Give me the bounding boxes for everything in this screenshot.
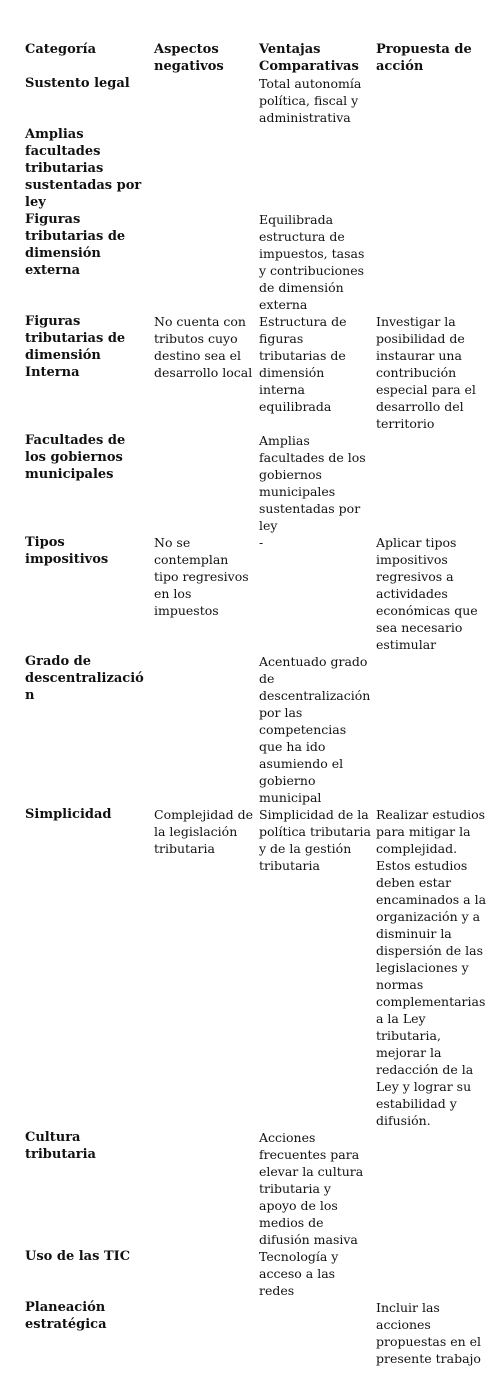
table-row: Planeación estratégica Incluir las accio… bbox=[20, 1299, 494, 1367]
cell-propuesta bbox=[371, 126, 494, 211]
cell-aspectos bbox=[149, 211, 254, 313]
cell-propuesta: Investigar la posibilidad de instaurar u… bbox=[376, 314, 476, 431]
cell-ventajas bbox=[254, 1299, 371, 1367]
cell-propuesta bbox=[371, 1129, 494, 1248]
cell-propuesta bbox=[371, 1248, 494, 1299]
table-row: Amplias facultades tributarias sustentad… bbox=[20, 126, 494, 211]
header-aspectos-negativos: Aspectos negativos bbox=[154, 42, 224, 74]
header-propuesta-de-accion: Propuesta de acción bbox=[376, 42, 472, 74]
cell-ventajas: Equilibrada estructura de impuestos, tas… bbox=[259, 212, 365, 312]
header-categoria: Categoría bbox=[25, 42, 97, 57]
cell-categoria: Cultura tributaria bbox=[25, 1130, 96, 1162]
table-row: Sustento legal Total autonomía política,… bbox=[20, 75, 494, 126]
cell-ventajas bbox=[254, 126, 371, 211]
table-row: Figuras tributarias de dimensión Interna… bbox=[20, 313, 494, 432]
table-row: Cultura tributaria Acciones frecuentes p… bbox=[20, 1129, 494, 1248]
cell-categoria: Planeación estratégica bbox=[25, 1300, 107, 1332]
cell-categoria: Sustento legal bbox=[25, 76, 130, 91]
cell-propuesta bbox=[371, 211, 494, 313]
cell-aspectos: No cuenta con tributos cuyo destino sea … bbox=[154, 314, 253, 380]
cell-ventajas: Estructura de figuras tributarias de dim… bbox=[259, 314, 347, 414]
cell-ventajas: Acciones frecuentes para elevar la cultu… bbox=[259, 1130, 364, 1247]
cell-categoria: Figuras tributarias de dimensión externa bbox=[25, 212, 126, 278]
cell-ventajas: Total autonomía política, fiscal y admin… bbox=[259, 76, 362, 125]
cell-ventajas: Amplias facultades de los gobiernos muni… bbox=[259, 433, 366, 533]
cell-propuesta: Realizar estudios para mitigar la comple… bbox=[376, 807, 487, 1128]
cell-ventajas: Acentuado grado de descentralización por… bbox=[259, 654, 371, 805]
cell-categoria: Amplias facultades tributarias sustentad… bbox=[25, 127, 142, 210]
cell-categoria: Grado de descentralización bbox=[25, 654, 144, 703]
cell-aspectos bbox=[149, 126, 254, 211]
cell-propuesta: Aplicar tipos impositivos regresivos a a… bbox=[376, 535, 478, 652]
cell-aspectos bbox=[149, 1248, 254, 1299]
cell-categoria: Simplicidad bbox=[25, 807, 112, 822]
cell-propuesta: Incluir las acciones propuestas en el pr… bbox=[376, 1300, 482, 1366]
header-ventajas-comparativas: Ventajas Comparativas bbox=[259, 42, 359, 74]
table-row: Grado de descentralización Acentuado gra… bbox=[20, 653, 494, 806]
cell-categoria: Tipos impositivos bbox=[25, 535, 109, 567]
cell-ventajas: Tecnología y acceso a las redes bbox=[259, 1249, 339, 1298]
cell-aspectos bbox=[149, 432, 254, 534]
cell-propuesta bbox=[371, 432, 494, 534]
cell-aspectos bbox=[149, 653, 254, 806]
analysis-table: Categoría Aspectos negativos Ventajas Co… bbox=[20, 41, 494, 1367]
cell-categoria: Facultades de los gobiernos municipales bbox=[25, 433, 126, 482]
cell-aspectos bbox=[149, 75, 254, 126]
cell-categoria: Uso de las TIC bbox=[25, 1249, 131, 1264]
table-row: Facultades de los gobiernos municipales … bbox=[20, 432, 494, 534]
cell-ventajas: Simplicidad de la política tributaria y … bbox=[259, 807, 371, 873]
cell-aspectos bbox=[149, 1299, 254, 1367]
cell-aspectos: No se contemplan tipo regresivos en los … bbox=[154, 535, 249, 618]
cell-categoria: Figuras tributarias de dimensión Interna bbox=[25, 314, 126, 380]
table-row: Figuras tributarias de dimensión externa… bbox=[20, 211, 494, 313]
table-row: Simplicidad Complejidad de la legislació… bbox=[20, 806, 494, 1129]
cell-propuesta bbox=[371, 653, 494, 806]
cell-aspectos bbox=[149, 1129, 254, 1248]
cell-ventajas: - bbox=[259, 535, 264, 550]
table-row: Uso de las TIC Tecnología y acceso a las… bbox=[20, 1248, 494, 1299]
cell-aspectos: Complejidad de la legislación tributaria bbox=[154, 807, 254, 856]
cell-propuesta bbox=[371, 75, 494, 126]
table-header-row: Categoría Aspectos negativos Ventajas Co… bbox=[20, 41, 494, 75]
table-row: Tipos impositivos No se contemplan tipo … bbox=[20, 534, 494, 653]
